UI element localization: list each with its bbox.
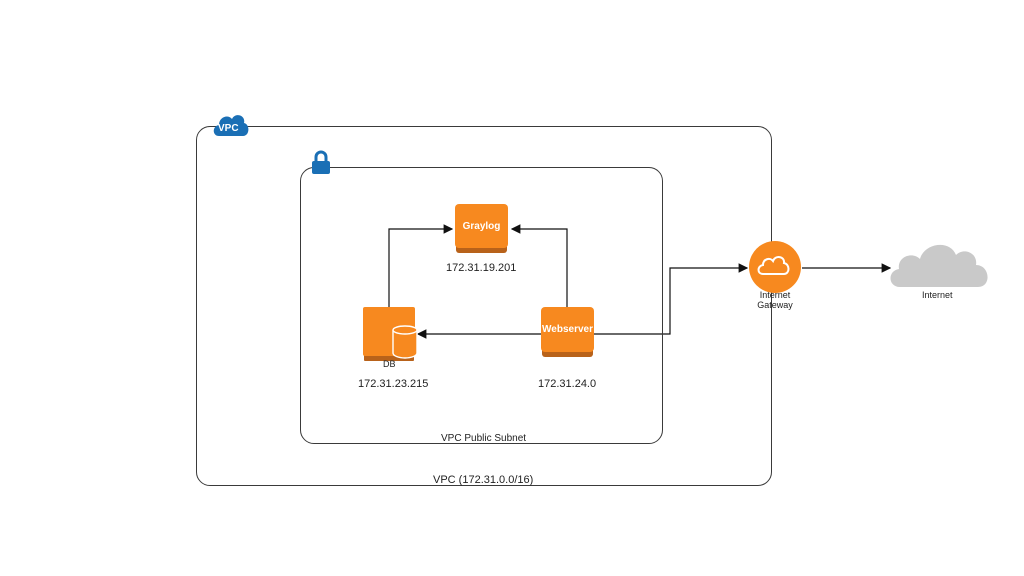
lock-icon bbox=[310, 150, 332, 181]
internet-cloud[interactable] bbox=[886, 233, 992, 291]
database-icon bbox=[391, 325, 419, 364]
internet-label: Internet bbox=[922, 290, 953, 300]
gateway-label-line2: Gateway bbox=[757, 300, 793, 310]
vpc-caption: VPC (172.31.0.0/16) bbox=[433, 474, 534, 486]
db-to-graylog-arrow bbox=[388, 224, 454, 307]
gateway-label-line1: Internet bbox=[759, 290, 791, 300]
graylog-title: Graylog bbox=[462, 221, 501, 232]
internet-gateway[interactable] bbox=[748, 240, 802, 294]
webserver-to-gateway-arrow bbox=[593, 263, 749, 335]
cloud-icon bbox=[890, 244, 988, 287]
webserver-ip: 172.31.24.0 bbox=[538, 378, 597, 390]
webserver-node[interactable]: Webserver bbox=[541, 307, 594, 352]
gateway-label: Internet Gateway bbox=[748, 290, 802, 310]
webserver-title: Webserver bbox=[542, 324, 593, 335]
vpc-cloud-icon bbox=[213, 115, 249, 136]
db-label: DB bbox=[383, 359, 396, 369]
graylog-ip: 172.31.19.201 bbox=[446, 262, 517, 274]
subnet-container bbox=[300, 167, 663, 444]
graylog-node[interactable]: Graylog bbox=[455, 204, 508, 248]
vpc-container bbox=[196, 126, 772, 486]
db-ip: 172.31.23.215 bbox=[358, 378, 429, 390]
internet-gateway-icon bbox=[749, 241, 801, 293]
vpc-badge: VPC bbox=[210, 108, 250, 140]
vpc-badge-label: VPC bbox=[218, 123, 239, 134]
webserver-to-graylog-arrow bbox=[510, 224, 568, 307]
subnet-caption: VPC Public Subnet bbox=[441, 433, 527, 444]
